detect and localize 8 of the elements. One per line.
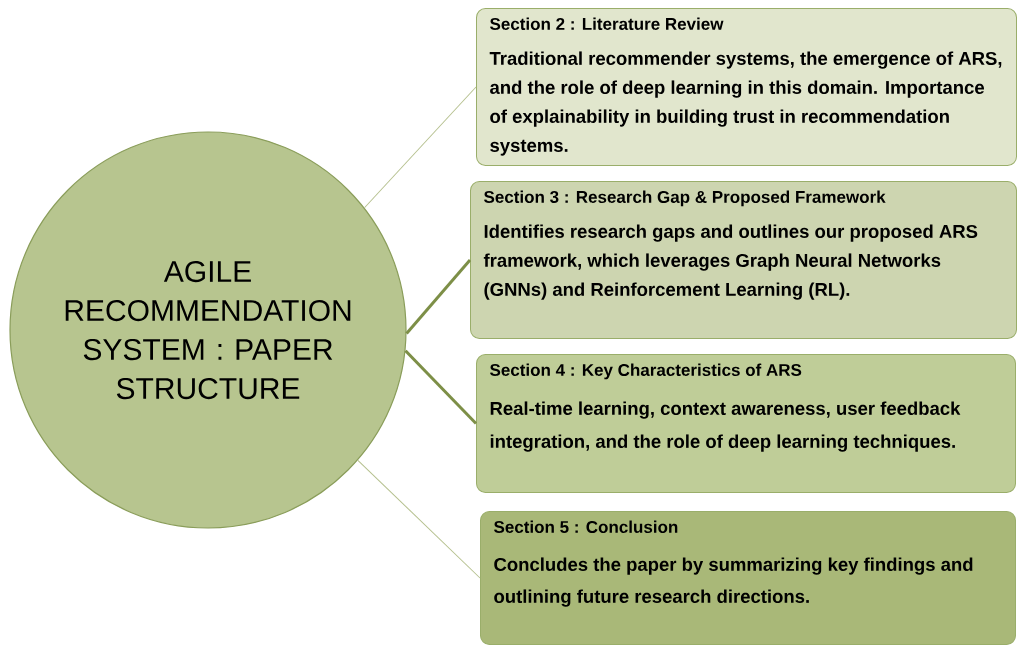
section-box: Section 3 : Research Gap & Proposed Framework Identifies research gaps and outlines our proposed ARS framework, which leverages Graph Neural Networks (GNNs) and Reinforcement Learning (RL). bbox=[470, 181, 1017, 339]
section-box: Section 2 : Literature Review Traditional recommender systems, the emergence of ARS, and the role of deep learning in this domain. Importance of explainability in building trust in recommendation systems. bbox=[476, 8, 1017, 166]
connector-line bbox=[404, 349, 478, 425]
connector-line bbox=[405, 259, 472, 335]
connector-line bbox=[364, 86, 477, 209]
section-box: Section 4 : Key Characteristics of ARS Real-time learning, context awareness, user feedback integration, and the role of deep learning techniques. bbox=[476, 354, 1016, 493]
section-box: Section 5 : Conclusion Concludes the paper by summarizing key findings and outlining future research directions. bbox=[480, 511, 1016, 645]
connector-line bbox=[357, 459, 481, 579]
